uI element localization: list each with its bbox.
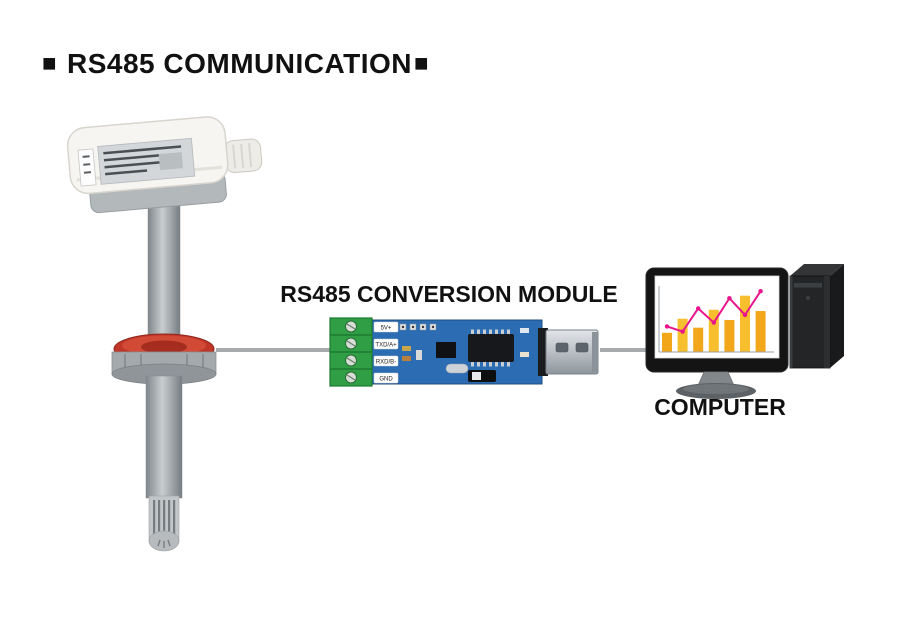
screen-chart (662, 289, 766, 352)
sensor-side-label (77, 148, 97, 187)
title-text: RS485 COMMUNICATION (67, 48, 413, 79)
usb-plug (538, 328, 599, 376)
pin-labels: 5V+ TXD/A+ RXD/B- GND (373, 321, 399, 384)
sensor-probe-tube-lower (145, 375, 183, 499)
pin-label: GND (379, 377, 393, 383)
pcb-components (399, 323, 529, 382)
monitor (645, 267, 789, 373)
computer-tower (789, 264, 844, 369)
pin-label: RXD/B- (376, 360, 396, 366)
cable-sensor-to-module (216, 348, 332, 352)
ic-chip (468, 334, 514, 362)
module-label: RS485 CONVERSION MODULE (280, 281, 618, 307)
cable-module-to-computer (600, 348, 648, 352)
terminal-block (329, 317, 373, 387)
computer (645, 264, 844, 399)
sensor-probe-tube (147, 197, 181, 354)
pin-label: 5V+ (381, 326, 392, 332)
title-bullet-left-icon: ■ (42, 50, 57, 77)
sensor-cap (66, 116, 263, 214)
monitor-stand (676, 371, 756, 399)
pin-label: TXD/A+ (375, 343, 397, 349)
sensor-filter-tip (148, 495, 180, 552)
title-bullet-right-icon: ■ (414, 50, 430, 77)
page-title: ■RS485 COMMUNICATION■ (42, 48, 429, 80)
mounting-flange (111, 351, 217, 385)
duct-temperature-humidity-sensor (66, 116, 263, 552)
sensor-label (97, 137, 196, 185)
rs485-conversion-module: 5V+ TXD/A+ RXD/B- GND (329, 317, 599, 387)
